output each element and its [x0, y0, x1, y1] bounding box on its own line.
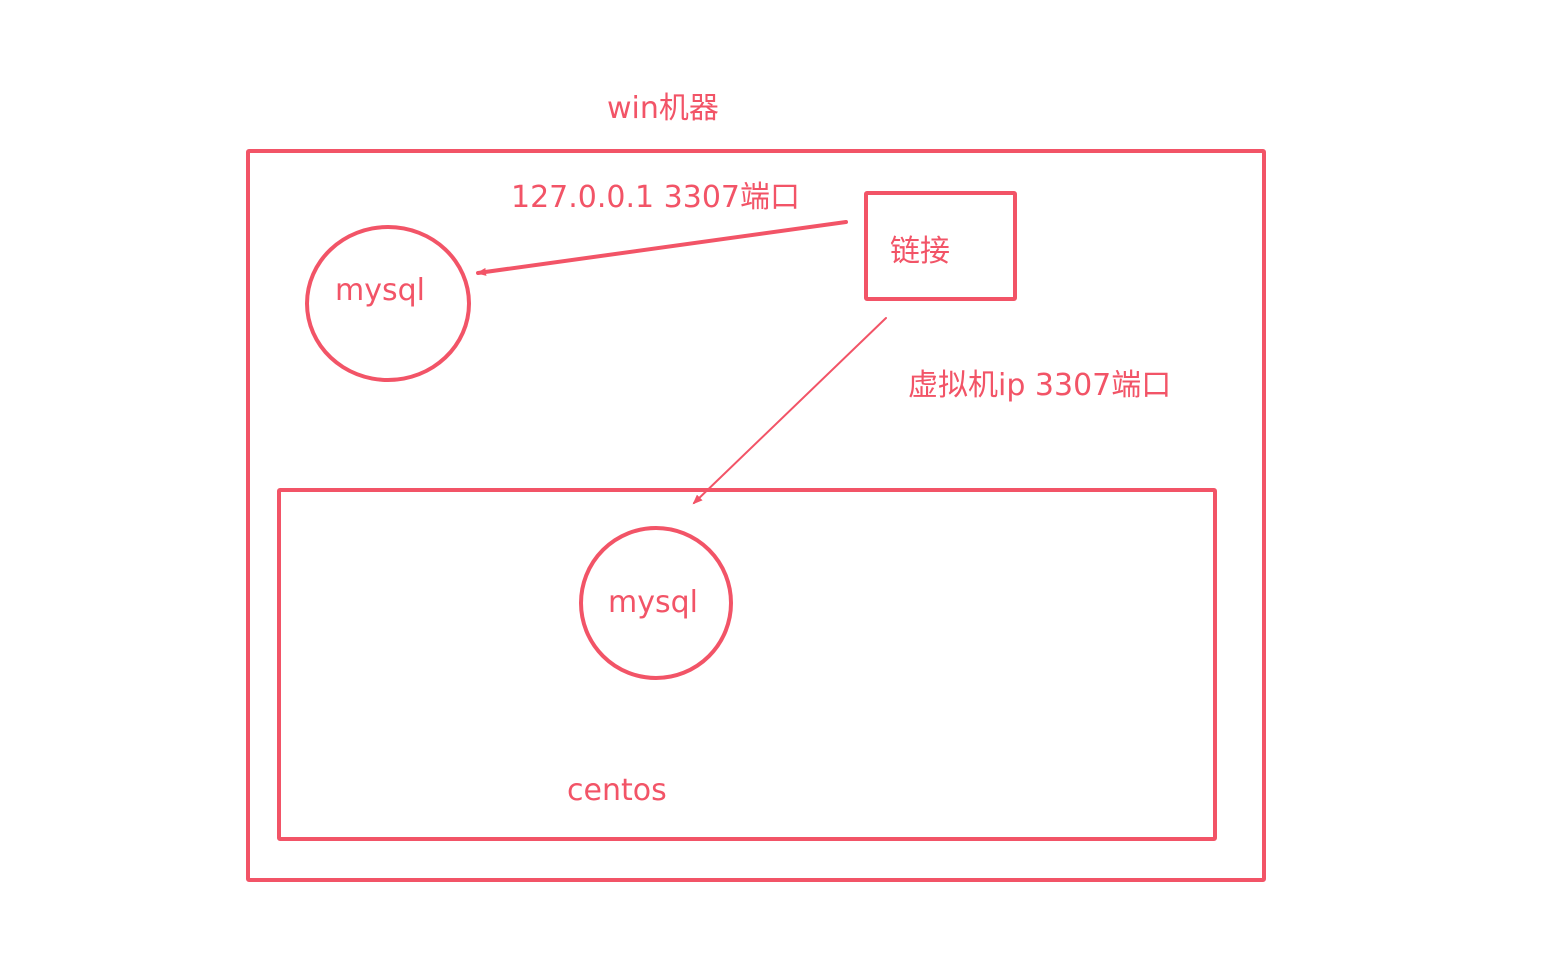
host-mysql-node — [305, 225, 471, 382]
local-connection-label: 127.0.0.1 3307端口 — [511, 180, 801, 215]
vm-mysql-label: mysql — [608, 585, 698, 620]
vm-mysql-node — [579, 526, 733, 680]
vm-connection-label: 虚拟机ip 3307端口 — [908, 368, 1172, 403]
vm-os-label: centos — [567, 773, 667, 808]
host-machine-label: win机器 — [607, 91, 719, 126]
arrow-link-to-vm-mysql — [692, 317, 887, 505]
host-machine-box — [246, 149, 1266, 882]
vm-box — [277, 488, 1217, 841]
link-label: 链接 — [890, 234, 950, 269]
link-box — [864, 191, 1017, 301]
host-mysql-label: mysql — [335, 273, 425, 308]
arrow-link-to-host-mysql — [476, 220, 848, 276]
